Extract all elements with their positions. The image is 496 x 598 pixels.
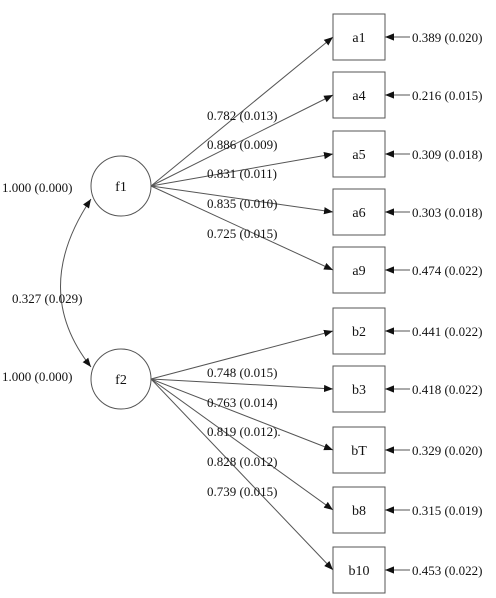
indicator-a1-label: a1 (352, 31, 365, 46)
residual-arrows: 0.389 (0.020) 0.216 (0.015) 0.309 (0.018) 0… (385, 29, 496, 578)
residual-label-bg-a1 (410, 29, 496, 45)
loading-edge-a6 (150, 185, 334, 215)
residual-label-bg-a5 (410, 146, 496, 162)
indicator-b10: b10 (332, 546, 386, 594)
loading-edge-a4 (150, 94, 334, 187)
indicator-bT-label: bT (351, 444, 367, 459)
indicator-a6-label: a6 (352, 206, 365, 221)
covariance-label: 0.327 (0.029) (12, 291, 82, 306)
residual-label-bg-b10 (410, 562, 496, 578)
loading-edge-b8 (150, 378, 334, 511)
residual-label-bg-b8 (410, 502, 496, 518)
indicator-b8: b8 (332, 486, 386, 534)
f1-variance-label: 1.000 (0.000) (2, 180, 72, 195)
factor-f2: f2 (90, 348, 152, 410)
indicator-a5-label: a5 (352, 148, 365, 163)
loading-edge-b2 (150, 329, 334, 380)
indicator-bT: bT (332, 426, 386, 474)
loading-edge-b3 (150, 378, 334, 393)
loading-label-b3: 0.763 (0.014) (207, 395, 277, 410)
loading-edge-b10 (150, 378, 334, 571)
indicator-b2-label: b2 (352, 325, 366, 340)
f2-variance-label: 1.000 (0.000) (2, 369, 72, 384)
loading-label-b2: 0.748 (0.015) (207, 365, 277, 380)
loading-label-a6: 0.835 (0.010) (207, 196, 277, 211)
loading-edge-bT (150, 378, 334, 451)
loading-edge-a9 (150, 185, 334, 271)
loading-label-a5: 0.831 (0.011) (207, 166, 277, 181)
factor-f2-label: f2 (115, 373, 127, 388)
residual-label-bg-bT (410, 442, 496, 458)
indicator-a5: a5 (332, 130, 386, 178)
indicator-a1: a1 (332, 13, 386, 61)
residual-label-bg-a6 (410, 204, 496, 220)
loading-label-b8: 0.828 (0.012) (207, 454, 277, 469)
loading-edge-a5 (150, 152, 334, 187)
residual-label-bg-a4 (410, 87, 496, 103)
residual-label-bT: 0.329 (0.020) (412, 443, 482, 458)
loading-label-a9: 0.725 (0.015) (207, 226, 277, 241)
loading-label-bT: 0.819 (0.012). (207, 424, 281, 439)
residual-label-a1: 0.389 (0.020) (412, 30, 482, 45)
indicator-b10-label: b10 (349, 564, 370, 579)
residual-label-a5: 0.309 (0.018) (412, 147, 482, 162)
loading-edge-a1 (150, 36, 334, 187)
residual-label-b10: 0.453 (0.022) (412, 563, 482, 578)
residual-label-bg-a9 (410, 262, 496, 278)
loading-label-a1: 0.782 (0.013) (207, 108, 277, 123)
indicator-b3-label: b3 (352, 383, 366, 398)
residual-label-b8: 0.315 (0.019) (412, 503, 482, 518)
indicator-a9: a9 (332, 246, 386, 294)
factor-f1: f1 (90, 155, 152, 217)
factor-f1-label: f1 (115, 180, 127, 195)
loading-labels: 0.782 (0.013) 0.886 (0.009) 0.831 (0.011) 0… (207, 108, 281, 499)
indicator-a9-label: a9 (352, 264, 365, 279)
indicator-a4-label: a4 (352, 89, 365, 104)
covariance-arc (60, 198, 92, 368)
indicator-a4: a4 (332, 71, 386, 119)
indicator-b8-label: b8 (352, 504, 366, 519)
residual-label-bg-b3 (410, 381, 496, 397)
loading-label-a4: 0.886 (0.009) (207, 137, 277, 152)
residual-label-b3: 0.418 (0.022) (412, 382, 482, 397)
residual-label-a6: 0.303 (0.018) (412, 205, 482, 220)
loading-label-b10: 0.739 (0.015) (207, 484, 277, 499)
loading-edges (150, 36, 334, 571)
residual-label-b2: 0.441 (0.022) (412, 324, 482, 339)
indicator-boxes: a1 a4 a5 a6 a9 b2 b3 bT b8 b10 (332, 13, 386, 594)
residual-label-a4: 0.216 (0.015) (412, 88, 482, 103)
indicator-a6: a6 (332, 188, 386, 236)
indicator-b3: b3 (332, 365, 386, 413)
residual-label-bg-b2 (410, 323, 496, 339)
residual-label-a9: 0.474 (0.022) (412, 263, 482, 278)
indicator-b2: b2 (332, 307, 386, 355)
